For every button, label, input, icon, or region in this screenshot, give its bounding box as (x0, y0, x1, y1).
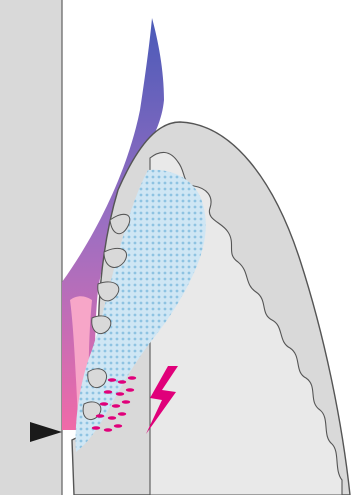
inflammatory-cell (118, 412, 126, 415)
inflammatory-cell (104, 428, 112, 431)
inflammatory-cell (118, 380, 126, 383)
inflammatory-cell (126, 388, 134, 391)
inflammatory-cell (108, 378, 116, 381)
inflammatory-cell (92, 426, 100, 429)
inflammatory-cell (116, 392, 124, 395)
inflammatory-cell (108, 416, 116, 419)
inflammatory-cell (104, 390, 112, 393)
inflammatory-cell (114, 424, 122, 427)
tooth-surface (0, 0, 62, 495)
inflammatory-cell (128, 376, 136, 379)
inflammatory-cell (96, 414, 104, 417)
inflammatory-cell (100, 402, 108, 405)
inflammatory-cell (112, 404, 120, 407)
inflammatory-cell (122, 400, 130, 403)
